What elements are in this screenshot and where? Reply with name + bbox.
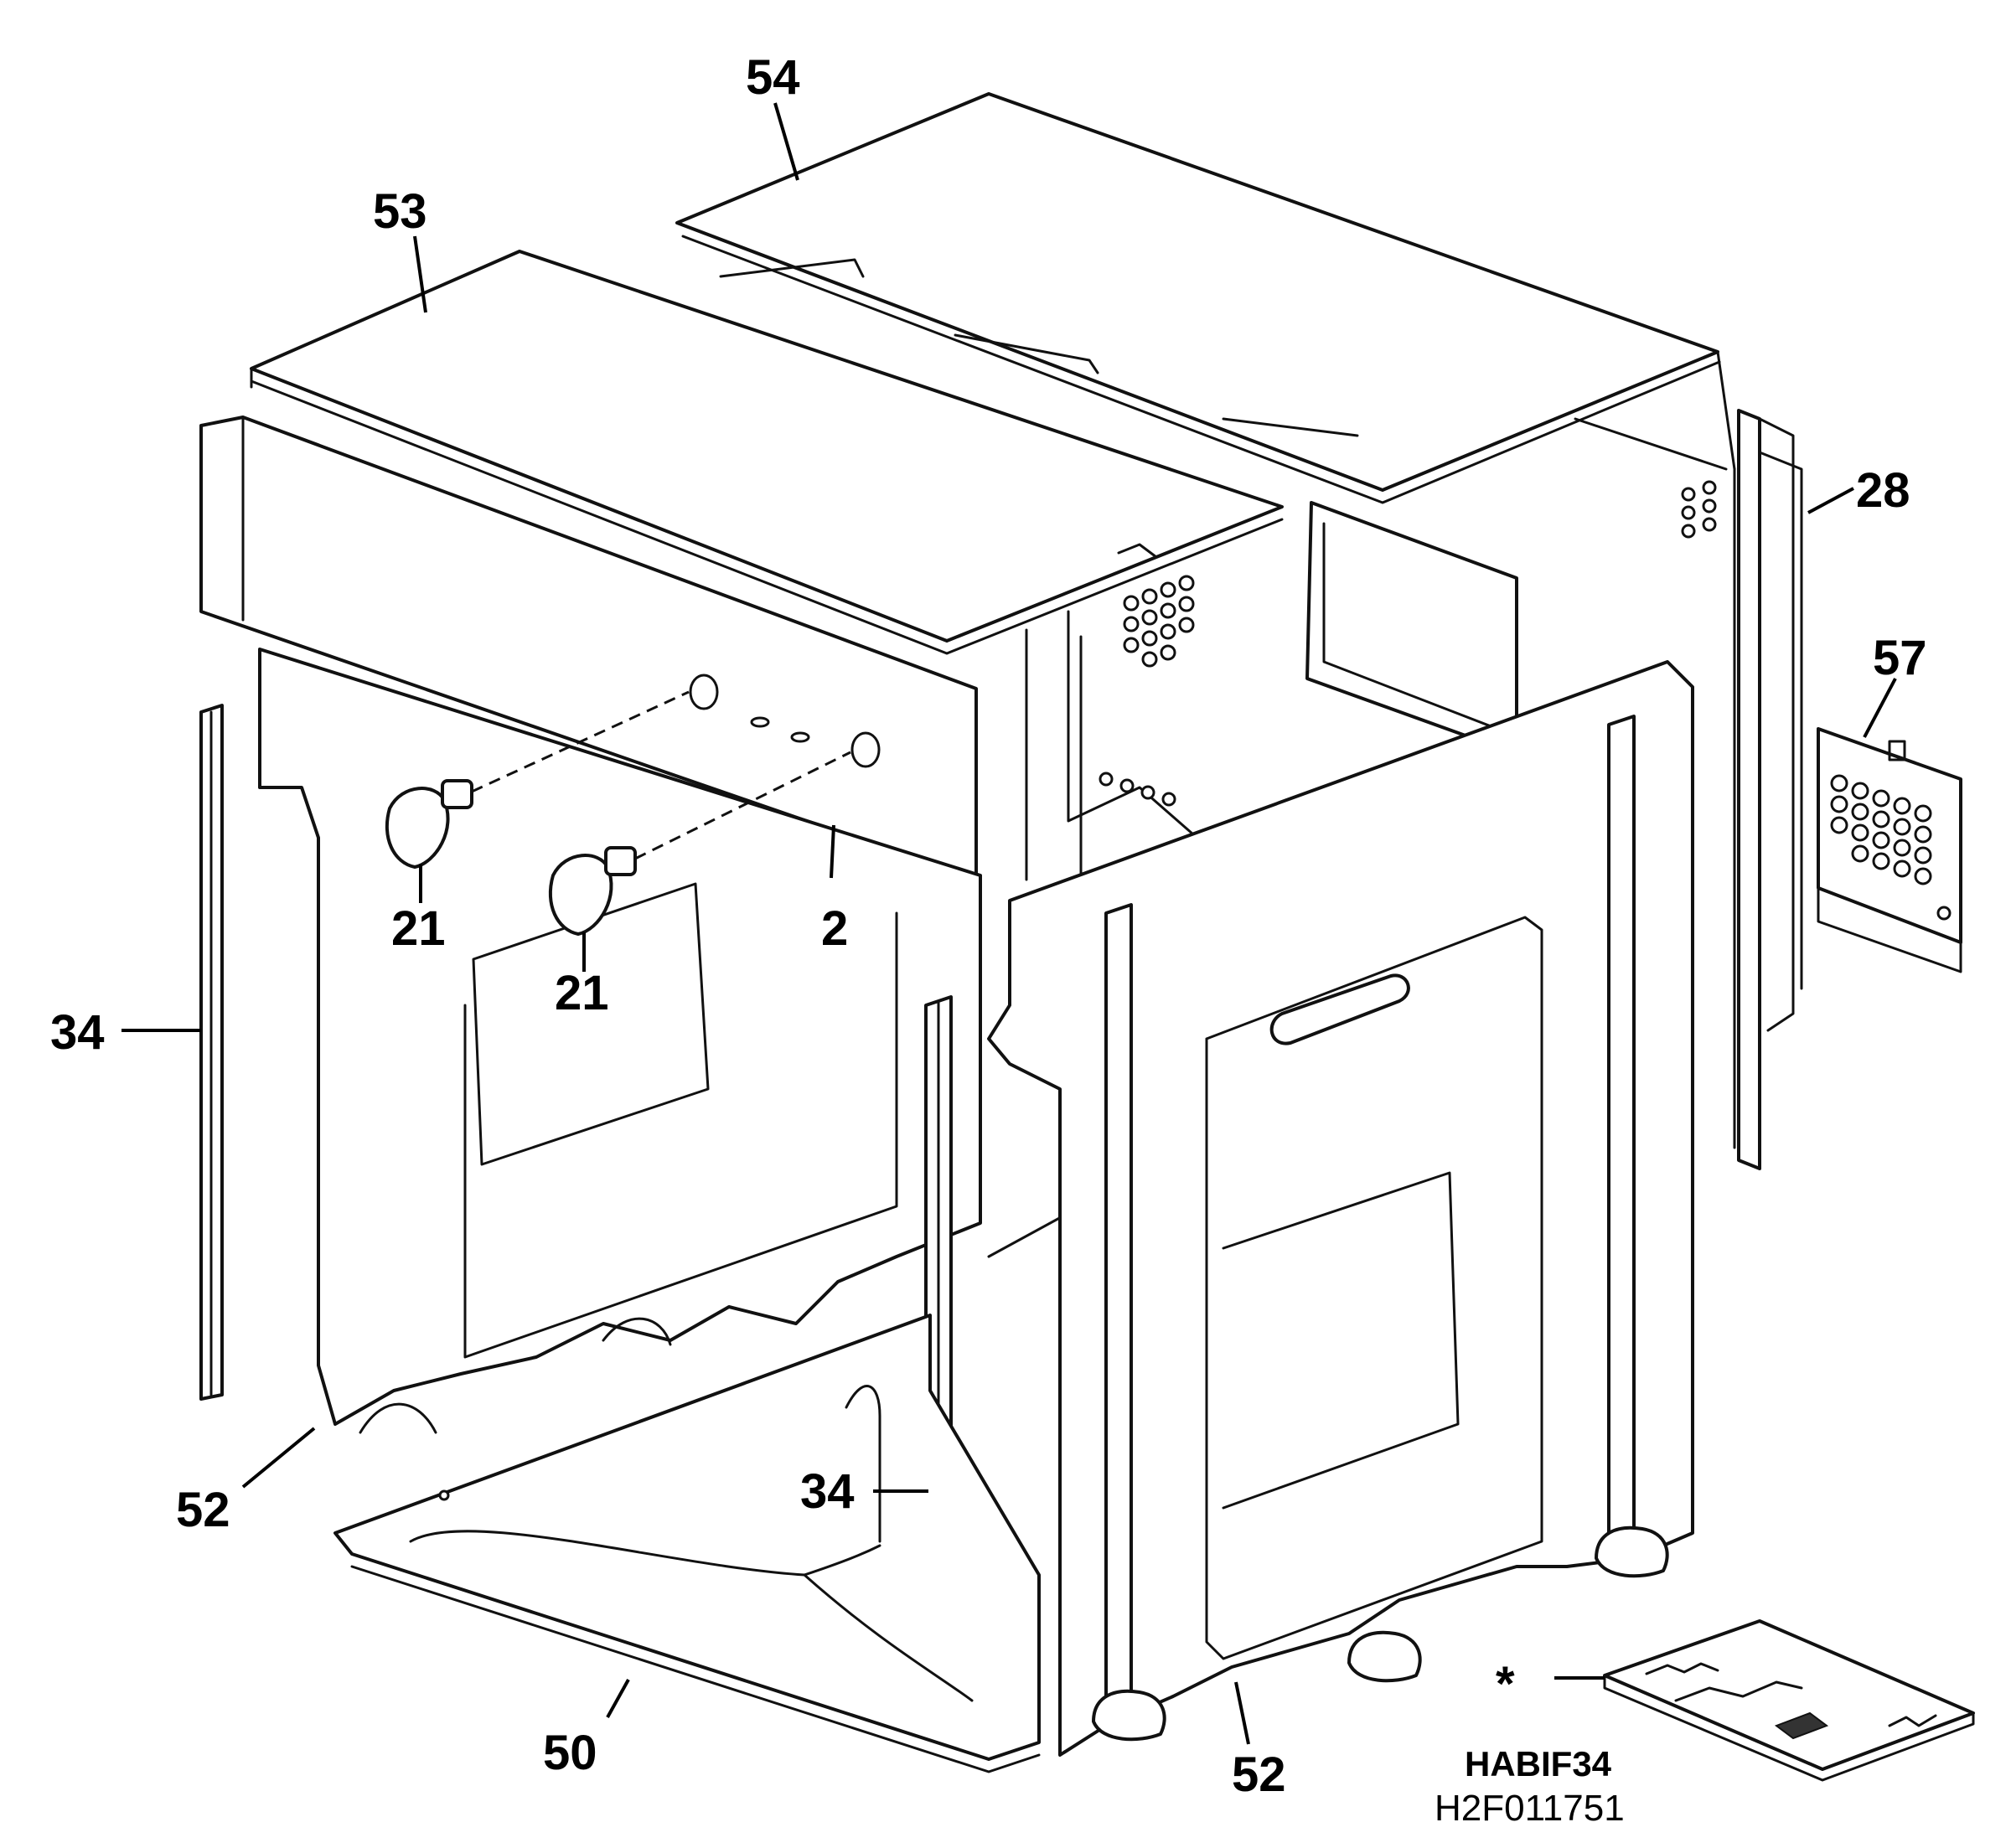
part-28-rear-trim [1737, 409, 1803, 1170]
part-34-left-seal [199, 704, 224, 1401]
callout-57: 57 [1873, 631, 1927, 685]
callout-50: 50 [543, 1726, 597, 1780]
part-50-bottom-panel [333, 1314, 1041, 1773]
callout-52-right: 52 [1232, 1747, 1286, 1802]
callout-52-left: 52 [176, 1483, 230, 1537]
drawing-codes: HABIF34 H2F011751 [1435, 1744, 1625, 1829]
callouts: 54 53 28 57 21 21 2 34 34 52 50 52 * [50, 50, 1927, 1802]
callout-21-upper: 21 [391, 901, 446, 956]
callout-54: 54 [746, 50, 800, 105]
callout-53: 53 [373, 184, 427, 239]
part-21-knob-upper [385, 690, 690, 869]
leader-lines [121, 102, 1897, 1745]
cabinet-rear-frame [987, 417, 1736, 1258]
part-53-top-front-panel [250, 250, 1284, 655]
part-52-right-side-panel [987, 660, 1694, 1757]
callout-star: * [1496, 1657, 1515, 1711]
callout-28: 28 [1856, 463, 1910, 518]
instruction-booklet [1603, 1619, 1975, 1782]
part-57-vent-plate [1817, 727, 1962, 973]
callout-21-lower: 21 [555, 966, 609, 1020]
part-21-knob-lower [548, 751, 851, 936]
callout-34-middle: 34 [800, 1464, 855, 1519]
drawing-code-number: H2F011751 [1435, 1788, 1625, 1829]
callout-2: 2 [821, 901, 848, 956]
drawing-code-model: HABIF34 [1465, 1744, 1612, 1783]
part-54-top-rear-panel [675, 92, 1736, 504]
part-2-control-panel [199, 416, 978, 881]
callout-34-left: 34 [50, 1005, 105, 1060]
